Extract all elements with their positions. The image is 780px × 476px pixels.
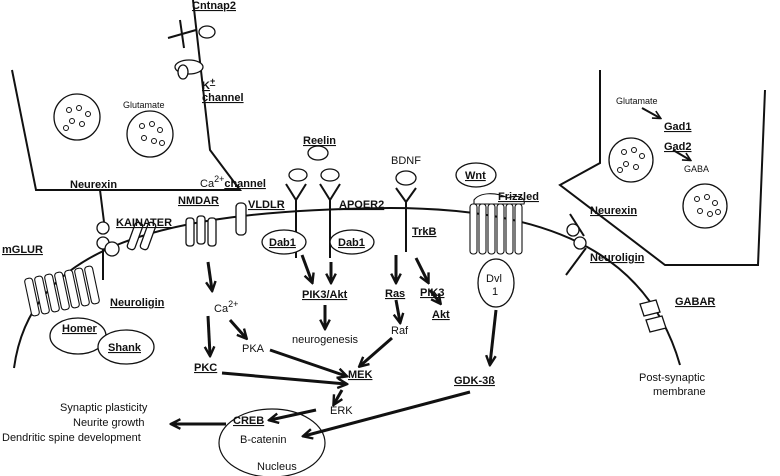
nmdar-label: NMDAR bbox=[178, 195, 219, 207]
trkb-label: TrkB bbox=[412, 226, 437, 238]
mglur-receptor bbox=[24, 265, 100, 317]
homer-label: Homer bbox=[62, 323, 98, 335]
vesicle bbox=[53, 93, 101, 141]
ras-label: Ras bbox=[385, 288, 405, 300]
k-channel-label: K+ bbox=[202, 76, 215, 92]
trkb-shape bbox=[395, 187, 417, 252]
wnt-shape bbox=[455, 162, 497, 188]
presynaptic-terminal-left bbox=[11, 0, 242, 191]
shank-label: Shank bbox=[108, 342, 142, 354]
pka-label: PKA bbox=[242, 343, 265, 355]
neurexin-shape bbox=[99, 189, 105, 223]
pik3akt-label: PIK3/Akt bbox=[302, 289, 348, 301]
ca-channel-label: Ca2+channel bbox=[200, 174, 266, 190]
mglur-label: mGLUR bbox=[2, 244, 43, 256]
reelin-label: Reelin bbox=[303, 135, 336, 147]
dvl-label-2: 1 bbox=[492, 286, 498, 298]
gdk3b-label: GDK-3ß bbox=[454, 375, 495, 387]
raf-label: Raf bbox=[391, 325, 409, 337]
neurexin-left-label: Neurexin bbox=[70, 179, 117, 191]
pik3-label: PIK3 bbox=[420, 287, 444, 299]
pkc-label: PKC bbox=[194, 362, 217, 374]
vesicle bbox=[126, 110, 174, 158]
bdnf-shape bbox=[395, 170, 417, 186]
dab1-right-label: Dab1 bbox=[338, 237, 365, 249]
vesicle bbox=[682, 183, 728, 229]
bcatenin-label: B-catenin bbox=[240, 434, 286, 446]
dab1-left-shape bbox=[261, 229, 307, 255]
neurexin-right-label: Neurexin bbox=[590, 205, 637, 217]
ca-channel-shape bbox=[235, 202, 247, 236]
neuroligin-left-label: Neuroligin bbox=[110, 297, 165, 309]
outcome-label-2: Neurite growth bbox=[73, 417, 145, 429]
gad2-label: Gad2 bbox=[664, 141, 692, 153]
shank-shape bbox=[97, 329, 155, 365]
postsynaptic-label-2: membrane bbox=[653, 386, 706, 398]
nucleus-label: Nucleus bbox=[257, 461, 297, 473]
creb-label: CREB bbox=[233, 415, 264, 427]
dab1-right-shape bbox=[329, 229, 375, 255]
mek-label: MEK bbox=[348, 369, 373, 381]
gad1-label: Gad1 bbox=[664, 121, 692, 133]
dab1-left-label: Dab1 bbox=[269, 237, 296, 249]
akt-label: Akt bbox=[432, 309, 450, 321]
neuroligin-right-label: Neuroligin bbox=[590, 252, 645, 264]
apoer2-shape bbox=[319, 183, 341, 258]
kainater-label: KAINATER bbox=[116, 217, 172, 229]
k-channel-word: channel bbox=[202, 92, 244, 104]
dvl-shape bbox=[477, 258, 515, 308]
ca2-label: Ca2+ bbox=[214, 299, 238, 315]
reelin-shape bbox=[307, 145, 329, 161]
bdnf-label: BDNF bbox=[391, 155, 421, 167]
glutamate-left-label: Glutamate bbox=[123, 100, 165, 110]
kainater-shape bbox=[126, 221, 144, 251]
outcome-label-1: Synaptic plasticity bbox=[60, 402, 148, 414]
postsynaptic-label-1: Post-synaptic bbox=[639, 372, 706, 384]
gabar-shape bbox=[639, 299, 661, 317]
dvl-label: Dvl bbox=[486, 273, 502, 285]
apoer2-label: APOER2 bbox=[339, 199, 384, 211]
wnt-label: Wnt bbox=[465, 170, 486, 182]
outcome-label-3: Dendritic spine development bbox=[2, 432, 141, 444]
nmdar-shape bbox=[185, 217, 195, 247]
frizzled-label: Frizzled bbox=[498, 191, 539, 203]
nucleus bbox=[218, 408, 326, 476]
cntnap2-label: Cntnap2 bbox=[192, 0, 236, 12]
gaba-label: GABA bbox=[684, 164, 709, 174]
frizzled-receptor bbox=[469, 193, 525, 255]
erk-label: ERK bbox=[330, 405, 353, 417]
vldlr-label: VLDLR bbox=[248, 199, 285, 211]
neurogenesis-label: neurogenesis bbox=[292, 334, 359, 346]
gabar-label: GABAR bbox=[675, 296, 715, 308]
glutamate-right-label: Glutamate bbox=[616, 96, 658, 106]
vesicle bbox=[608, 137, 654, 183]
presynaptic-terminal-right bbox=[558, 70, 766, 266]
